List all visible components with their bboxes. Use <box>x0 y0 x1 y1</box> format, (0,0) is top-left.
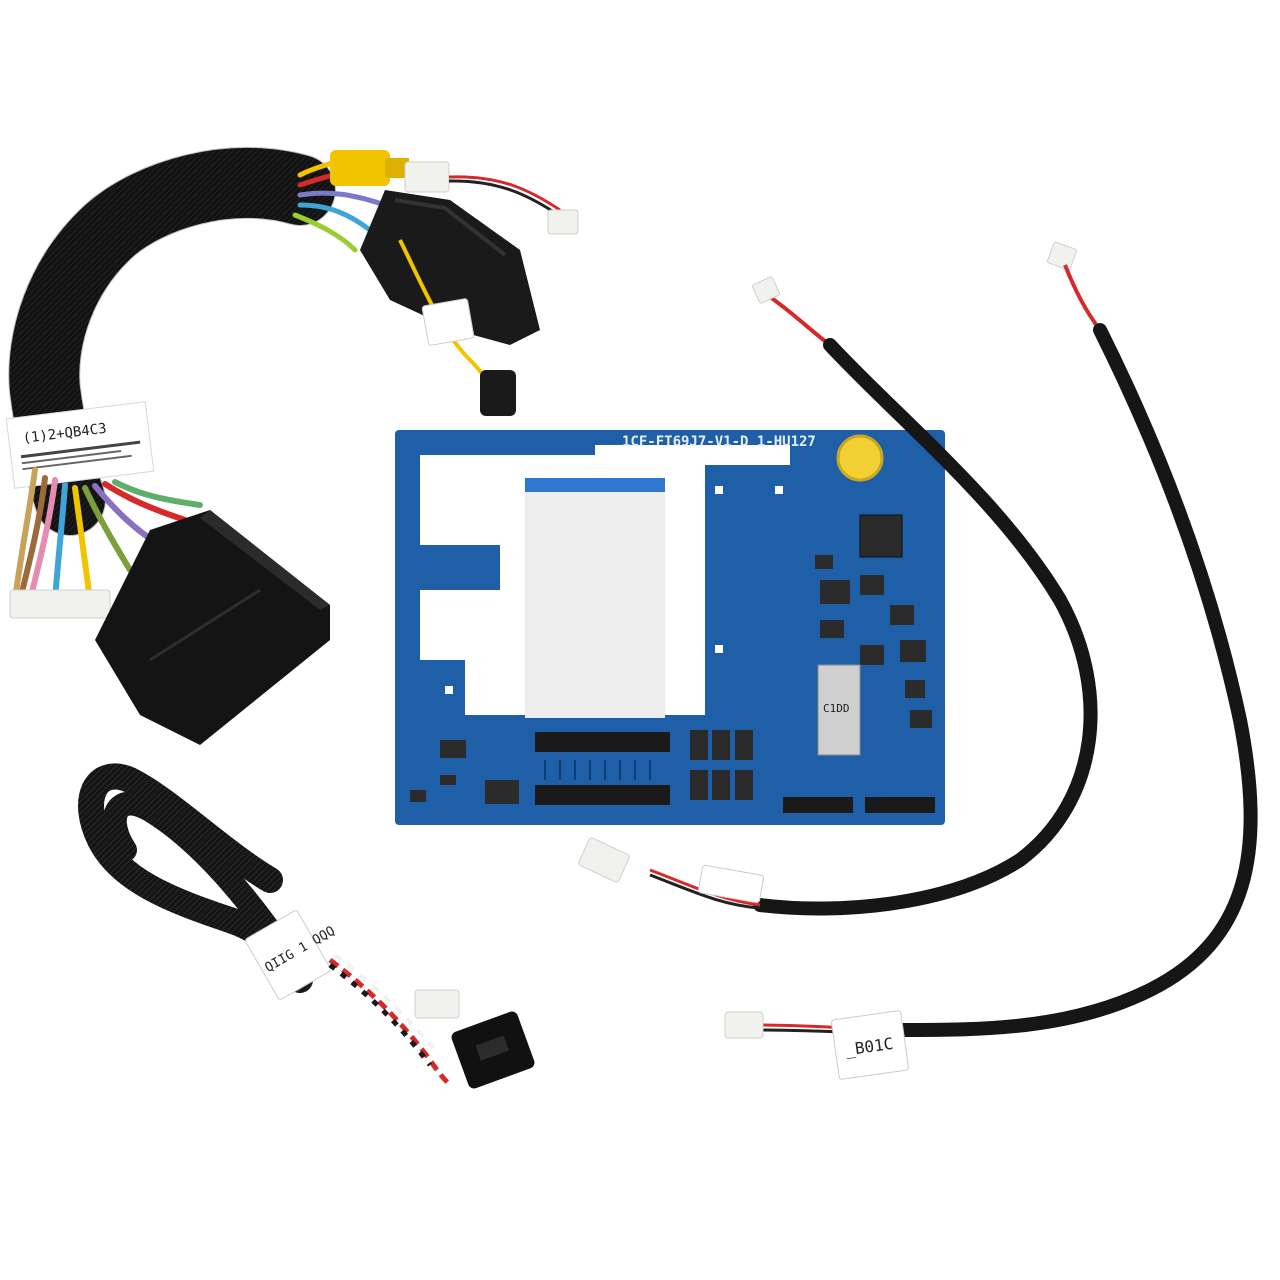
pcb-ffc-connector-bottom <box>535 785 670 805</box>
pcb-memory-chip <box>817 664 861 756</box>
cable-b-bottom-connector <box>724 1011 764 1039</box>
pcb-silkscreen-label: 1CF-FT69J7-V1-D 1-HU127 <box>622 434 816 450</box>
black-multi-pin-connector <box>360 190 540 345</box>
cable-a-sleeve <box>753 338 1098 916</box>
pcb-smd-components-left <box>410 740 519 804</box>
large-black-connector <box>95 510 330 745</box>
pcb-ic-grid <box>690 730 753 800</box>
harness-bottom-wires <box>12 467 203 603</box>
cable-b-sleeve <box>893 323 1258 1037</box>
pcb-main-chip <box>859 514 903 558</box>
long-cable-b: _B01C <box>724 241 1258 1080</box>
pcb-fpc-connector-a <box>783 797 853 813</box>
cable-a-bottom-connector <box>578 837 630 883</box>
cable-a-top-connector <box>751 276 781 304</box>
cable-b-top-connector <box>1047 241 1077 271</box>
pcb-flex-ribbon <box>525 478 665 718</box>
pcb-coin-cell <box>836 434 884 482</box>
cable-a-sleeve-label <box>698 864 764 904</box>
pcb-ic-cluster <box>815 555 932 728</box>
pcb-ffc-connector-top <box>535 732 670 752</box>
pcb-mounting-holes <box>445 486 783 694</box>
white-harness-connector <box>9 589 111 619</box>
coil-label <box>245 910 331 1000</box>
fuse-holder <box>480 370 516 416</box>
yellow-rca-plug <box>330 150 390 186</box>
pcb-memory-chip-marking: C1DD <box>823 702 850 715</box>
coil-white-connector <box>414 989 460 1019</box>
long-cable-a <box>578 276 1098 916</box>
main-wiring-harness: (1)2+QB4C3 <box>5 146 579 745</box>
white-jst-connector-top <box>404 161 450 193</box>
pcb-board: 1CF-FT69J7-V1-D 1-HU127 C1DD <box>395 430 945 825</box>
cable-b-sleeve-label <box>831 1010 909 1080</box>
pcb-fpc-connector-b <box>865 797 935 813</box>
coiled-cable-bundle: QIIG 1 QQQ <box>78 763 535 1089</box>
